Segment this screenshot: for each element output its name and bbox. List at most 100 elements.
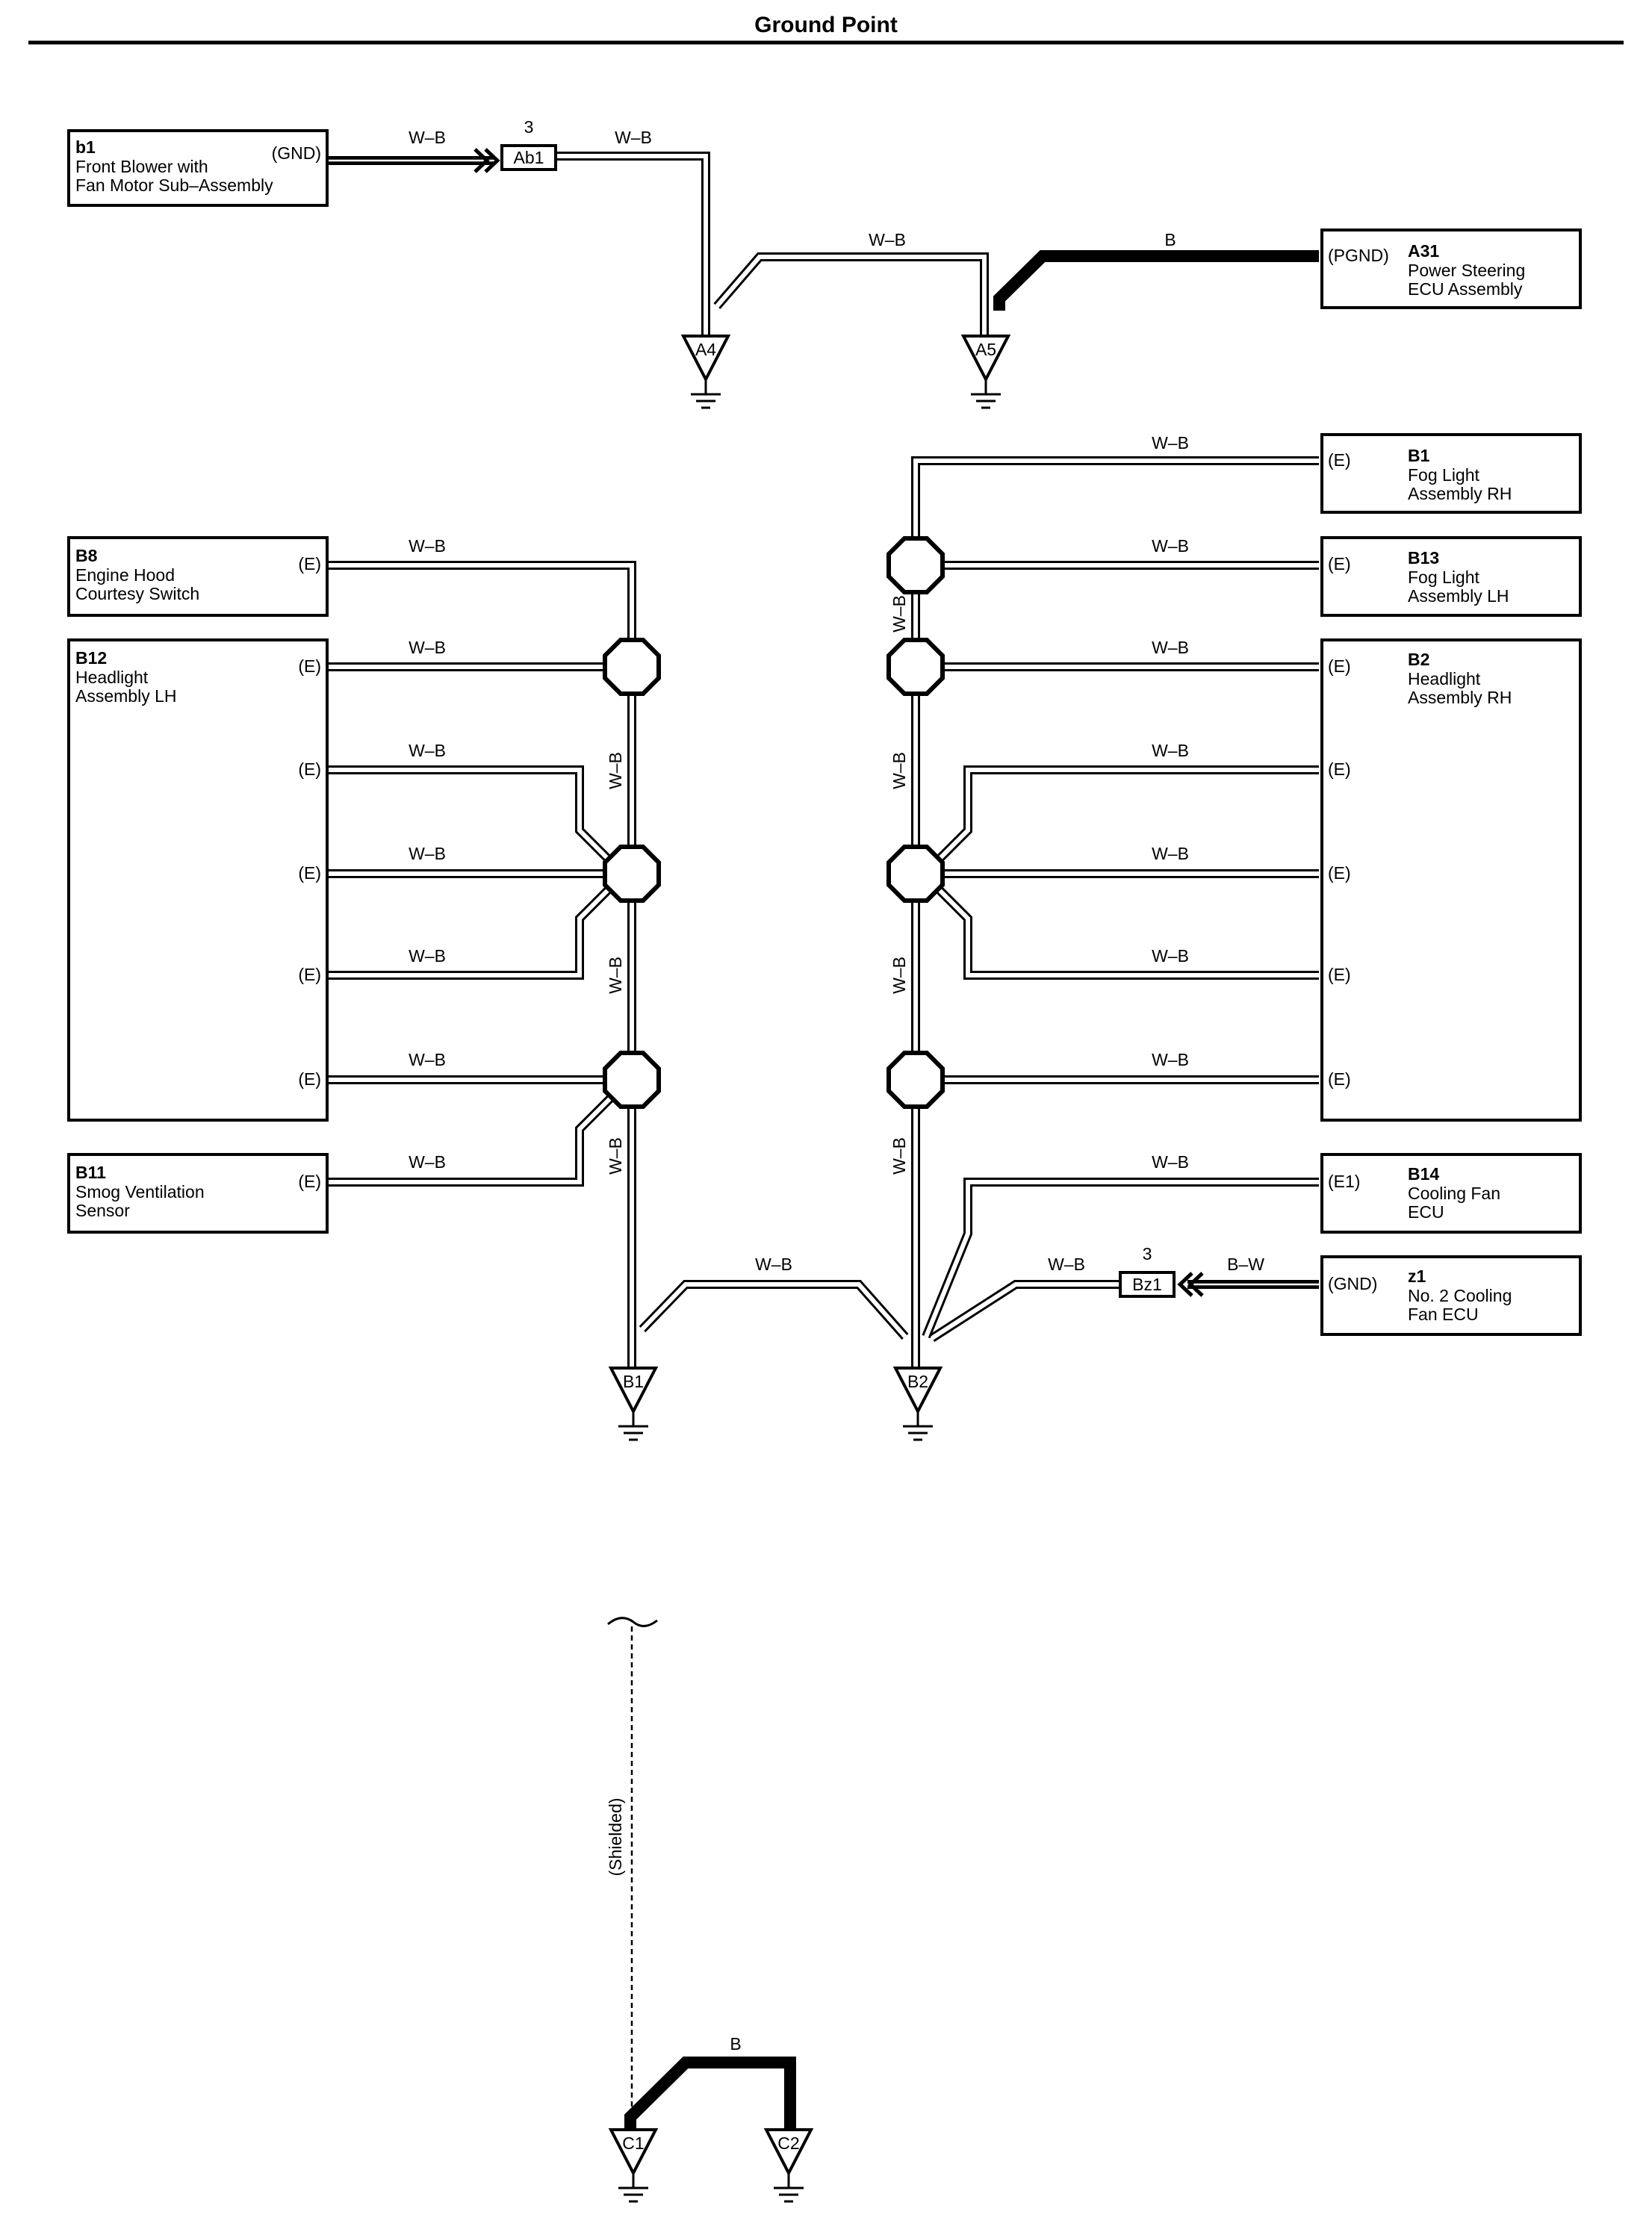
wire-b1-to-b2-ground bbox=[639, 1280, 909, 1340]
pin-label: (E) bbox=[1328, 863, 1351, 883]
pin-label: (E) bbox=[298, 759, 321, 779]
ground-b1: B1 bbox=[608, 1367, 659, 1441]
wire-color-label: W–B bbox=[1152, 433, 1189, 453]
wire-color-label: B bbox=[730, 2034, 741, 2054]
wire-color-label: W–B bbox=[1152, 1050, 1189, 1069]
component-b2: B2 Headlight Assembly RH (E) (E) (E) (E)… bbox=[1320, 638, 1582, 1122]
pin-label: (GND) bbox=[1328, 1274, 1377, 1293]
pin-label: (E) bbox=[298, 863, 321, 883]
wire-color-label: W–B bbox=[889, 752, 909, 789]
component-name-line: Fog Light bbox=[1408, 465, 1480, 485]
component-name-line: ECU bbox=[1408, 1202, 1444, 1222]
component-name-line: Power Steering bbox=[1408, 261, 1525, 280]
splice-right-1 bbox=[886, 536, 945, 594]
component-code: B14 bbox=[1408, 1164, 1439, 1184]
wire-a31-to-a5 bbox=[993, 250, 1319, 311]
component-name-line: Fan Motor Sub–Assembly bbox=[75, 175, 273, 195]
component-b14: (E1) B14 Cooling Fan ECU bbox=[1320, 1153, 1582, 1234]
pin-label: (E) bbox=[298, 656, 321, 676]
wire-b14 bbox=[922, 1178, 1319, 1339]
ground-label: A5 bbox=[975, 340, 996, 359]
wire-color-label: W–B bbox=[869, 230, 906, 249]
ground-a4: A4 bbox=[680, 335, 731, 409]
wire-color-label: W–B bbox=[1152, 946, 1189, 966]
component-b11: B11 Smog Ventilation Sensor (E) bbox=[67, 1153, 329, 1234]
component-b8: B8 Engine Hood Courtesy Switch (E) bbox=[67, 536, 329, 617]
pin-label: (E) bbox=[298, 1069, 321, 1089]
wire-color-label: W–B bbox=[606, 1137, 625, 1175]
splice-right-3 bbox=[886, 845, 945, 903]
component-code: B8 bbox=[75, 546, 98, 565]
ground-label: B1 bbox=[623, 1372, 644, 1391]
component-b1-fog-light-rh: (E) B1 Fog Light Assembly RH bbox=[1320, 433, 1582, 514]
component-name-line: Front Blower with bbox=[75, 157, 208, 176]
wire-color-label: W–B bbox=[615, 128, 652, 147]
ground-a5: A5 bbox=[960, 335, 1011, 409]
component-code: B2 bbox=[1408, 650, 1429, 669]
component-name-line: Assembly RH bbox=[1408, 688, 1512, 707]
wire-b11 bbox=[329, 1088, 621, 1187]
wire-color-label: W–B bbox=[409, 1050, 446, 1069]
pin-label: (E) bbox=[298, 965, 321, 984]
wire-bz1-to-b2 bbox=[929, 1280, 1119, 1343]
component-b1: b1 Front Blower with Fan Motor Sub–Assem… bbox=[67, 129, 329, 207]
wire-color-label: W–B bbox=[755, 1255, 792, 1274]
wire-color-label: W–B bbox=[606, 957, 625, 994]
double-chevron-icon bbox=[473, 148, 500, 173]
component-code: b1 bbox=[75, 137, 96, 157]
ground-label: C1 bbox=[622, 2133, 644, 2153]
pin-label: (E) bbox=[1328, 450, 1351, 470]
component-name-line: Assembly RH bbox=[1408, 484, 1512, 503]
component-name-line: Smog Ventilation bbox=[75, 1182, 205, 1202]
wire-color-label: W–B bbox=[409, 638, 446, 657]
component-code: A31 bbox=[1408, 241, 1439, 261]
wire-color-label: W–B bbox=[889, 1137, 909, 1175]
splice-left-3 bbox=[603, 1051, 661, 1109]
component-name-line: Headlight bbox=[75, 668, 149, 687]
ground-label: B2 bbox=[907, 1372, 928, 1391]
wire-color-label: W–B bbox=[1048, 1255, 1085, 1274]
wire-color-label: W–B bbox=[1152, 1152, 1189, 1172]
wire-color-labels: W–B W–B W–B B W–B W–B W–B W–B W–B W–B W–… bbox=[409, 128, 1264, 2054]
component-name-line: Assembly LH bbox=[75, 686, 176, 706]
component-name-line: No. 2 Cooling bbox=[1408, 1286, 1512, 1305]
pin-label: (PGND) bbox=[1328, 246, 1389, 265]
connector-label: Ab1 bbox=[514, 148, 544, 167]
component-b13: (E) B13 Fog Light Assembly LH bbox=[1320, 536, 1582, 617]
wire-color-label: W–B bbox=[1152, 844, 1189, 863]
wire-b2-e2 bbox=[927, 765, 1319, 871]
component-name-line: ECU Assembly bbox=[1408, 279, 1523, 299]
pin-label: (E) bbox=[1328, 656, 1351, 676]
connector-label: Bz1 bbox=[1132, 1275, 1162, 1294]
wire-b12-e2 bbox=[329, 765, 621, 871]
wire-color-label: W–B bbox=[409, 128, 446, 147]
wire-color-label: W–B bbox=[409, 946, 446, 966]
connector-pin: 3 bbox=[1143, 1244, 1152, 1263]
component-name-line: Fan ECU bbox=[1408, 1305, 1479, 1324]
wire-left-trunk bbox=[329, 561, 636, 1368]
pin-label: (E) bbox=[1328, 554, 1351, 574]
component-name-line: Engine Hood bbox=[75, 565, 175, 585]
component-name-line: Courtesy Switch bbox=[75, 584, 199, 603]
wire-color-label: W–B bbox=[889, 595, 909, 632]
component-name-line: Cooling Fan bbox=[1408, 1184, 1500, 1203]
splice-left-2 bbox=[603, 845, 661, 903]
wire-color-label: W–B bbox=[606, 752, 625, 789]
wire-color-label: B bbox=[1164, 230, 1176, 249]
pin-label: (E) bbox=[1328, 759, 1351, 779]
component-name-line: Sensor bbox=[75, 1201, 130, 1220]
connector-pin: 3 bbox=[524, 117, 534, 137]
pin-label: (GND) bbox=[272, 143, 321, 163]
component-name-line: Fog Light bbox=[1408, 568, 1480, 587]
wire-b12-e4 bbox=[329, 877, 621, 980]
component-code: B13 bbox=[1408, 548, 1439, 568]
component-code: z1 bbox=[1408, 1266, 1426, 1286]
ground-label: A4 bbox=[695, 340, 716, 359]
ground-c2: C2 bbox=[763, 2128, 814, 2203]
wire-color-label: W–B bbox=[1152, 638, 1189, 657]
wire-a4-to-a5 bbox=[713, 252, 989, 336]
wire-b2-e4 bbox=[927, 877, 1319, 980]
wire-ab1-to-a4 bbox=[556, 152, 710, 336]
wire-color-label: W–B bbox=[409, 844, 446, 863]
